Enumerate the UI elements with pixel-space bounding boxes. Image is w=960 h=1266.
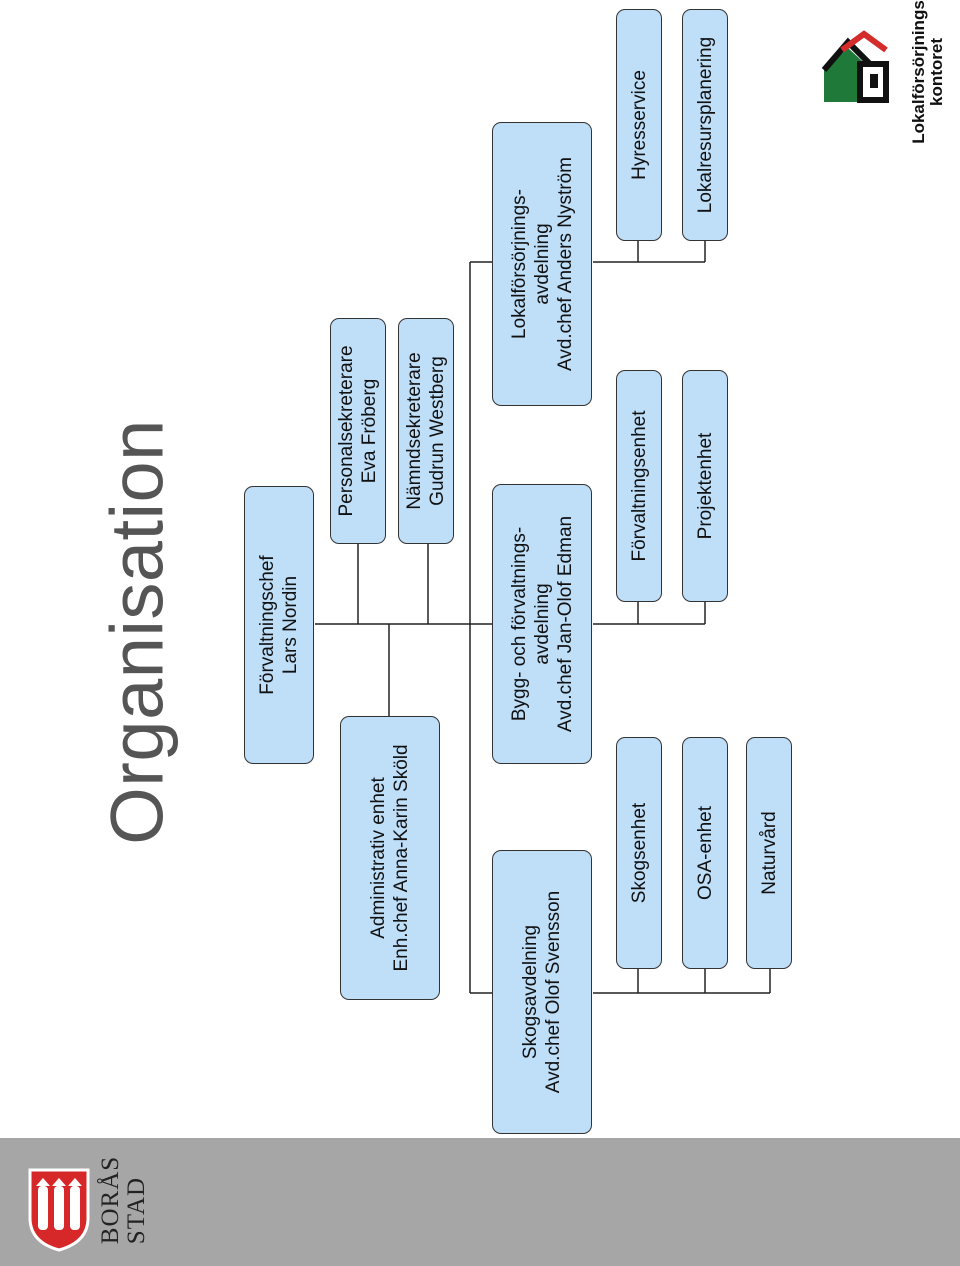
stad-text: STAD xyxy=(123,1176,150,1245)
bygg-title-2: avdelning xyxy=(531,583,553,665)
projektenhet-label: Projektenhet xyxy=(694,432,716,540)
lokal-chef: Avd.chef Anders Nyström xyxy=(554,156,576,372)
skog-title: Skogsavdelning xyxy=(520,924,541,1060)
box-bygg-forvaltningsavdelning: Bygg- och förvaltnings- avdelning Avd.ch… xyxy=(492,484,592,764)
box-forvaltningschef: Förvaltningschef Lars Nordin xyxy=(244,486,314,764)
box-administrativ-enhet: Administrativ enhet Enh.chef Anna-Karin … xyxy=(340,716,440,1000)
skog-chef: Avd.chef Olof Svensson xyxy=(543,890,564,1094)
bygg-title-1: Bygg- och förvaltnings- xyxy=(508,526,530,722)
box-personalsekreterare: Personalsekreterare Eva Fröberg xyxy=(330,318,386,544)
box-projektenhet: Projektenhet xyxy=(682,370,728,602)
lokal-title-1: Lokalförsörjnings- xyxy=(508,189,530,339)
box-namndsekreterare: Nämndsekreterare Gudrun Westberg xyxy=(398,318,454,544)
personalsekreterare-title: Personalsekreterare xyxy=(336,345,357,517)
namndsekreterare-title: Nämndsekreterare xyxy=(404,352,425,510)
lokalresursplanering-label: Lokalresursplanering xyxy=(694,36,716,214)
skogsenhet-label: Skogsenhet xyxy=(628,802,650,904)
box-hyresservice: Hyresservice xyxy=(616,9,662,241)
personalsekreterare-name: Eva Fröberg xyxy=(359,378,380,484)
logo-text-line1: Lokalförsörjnings xyxy=(909,0,928,144)
osa-label: OSA-enhet xyxy=(694,806,716,900)
forvaltningschef-title: Förvaltningschef xyxy=(257,555,278,695)
lokal-title-2: avdelning xyxy=(531,223,553,305)
boras-text: BORÅS xyxy=(97,1155,124,1245)
logo-text-line2: kontoret xyxy=(927,38,946,107)
administrativ-title: Administrativ enhet xyxy=(368,777,389,939)
naturvard-label: Naturvård xyxy=(758,811,780,895)
footer-band: BORÅS STAD xyxy=(0,1138,960,1266)
box-osa-enhet: OSA-enhet xyxy=(682,737,728,969)
box-skogsavdelning: Skogsavdelning Avd.chef Olof Svensson xyxy=(492,850,592,1134)
box-naturvard: Naturvård xyxy=(746,737,792,969)
bygg-chef: Avd.chef Jan-Olof Edman xyxy=(554,515,576,733)
administrativ-name: Enh.chef Anna-Karin Sköld xyxy=(391,744,412,972)
lokalforsorjning-logo-icon xyxy=(820,30,892,110)
box-lokalresursplanering: Lokalresursplanering xyxy=(682,9,728,241)
box-forvaltningsenhet: Förvaltningsenhet xyxy=(616,370,662,602)
box-lokalforsorjningsavdelning: Lokalförsörjnings- avdelning Avd.chef An… xyxy=(492,122,592,406)
namndsekreterare-name: Gudrun Westberg xyxy=(427,356,448,506)
box-skogsenhet: Skogsenhet xyxy=(616,737,662,969)
forvaltningschef-name: Lars Nordin xyxy=(280,575,301,675)
boras-stad-emblem-icon xyxy=(24,1166,94,1252)
forvaltningsenhet-label: Förvaltningsenhet xyxy=(628,410,650,562)
hyresservice-label: Hyresservice xyxy=(628,70,650,180)
